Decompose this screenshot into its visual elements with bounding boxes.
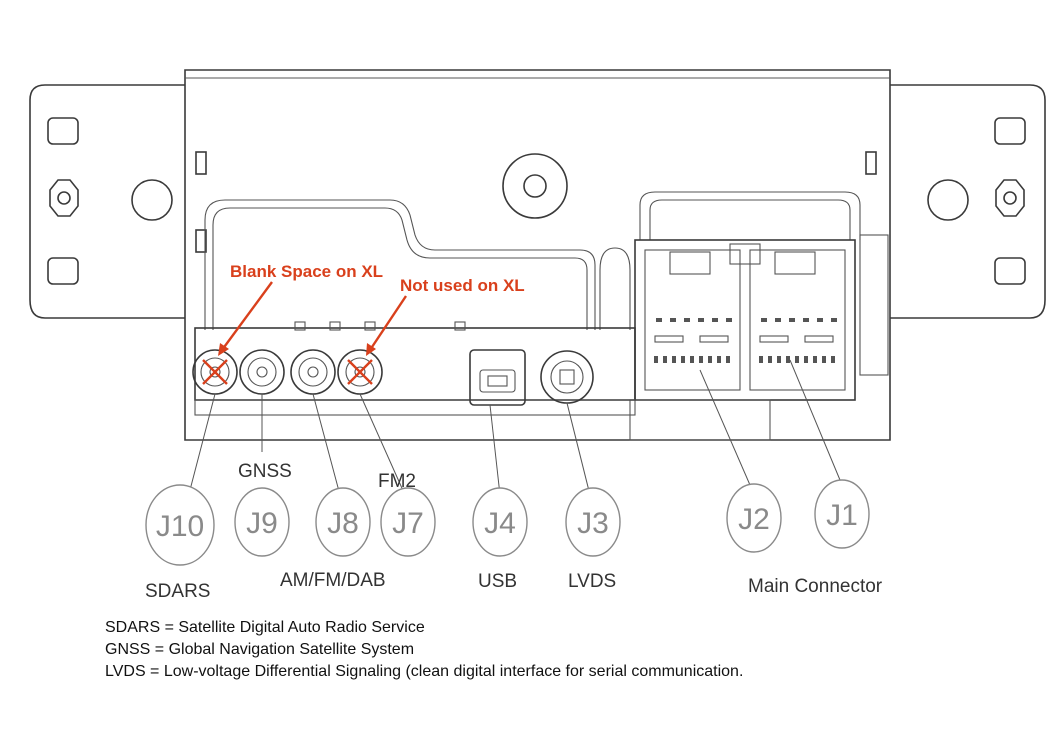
rf-connector-strip — [194, 321, 636, 416]
label-usb: USB — [478, 571, 517, 592]
bubble-j2-text: J2 — [738, 503, 770, 536]
bubble-j9-text: J9 — [246, 507, 278, 540]
port-j9 — [239, 349, 285, 395]
label-sdars: SDARS — [145, 581, 210, 602]
bubble-j2: J2 — [726, 483, 782, 553]
main-connector-block — [629, 234, 889, 441]
label-gnss: GNSS — [238, 461, 292, 482]
left-mounting-bracket — [29, 84, 207, 319]
pin-row-right — [759, 318, 837, 363]
leader-lines — [189, 359, 841, 496]
housing — [184, 69, 891, 441]
port-j10 — [192, 349, 238, 395]
bubble-j10-text: J10 — [156, 510, 204, 543]
port-j4-usb — [469, 349, 526, 406]
bubble-j10: J10 — [145, 484, 215, 566]
bubble-j9: J9 — [234, 487, 290, 557]
label-main-connector: Main Connector — [748, 576, 883, 597]
label-lvds: LVDS — [568, 571, 616, 592]
annotation-not-used: Not used on XL — [400, 276, 525, 295]
annotation-arrows — [218, 281, 407, 356]
bubble-j8-text: J8 — [327, 507, 359, 540]
bubble-j1-text: J1 — [826, 499, 858, 532]
legend-line-gnss: GNSS = Global Navigation Satellite Syste… — [105, 641, 415, 658]
bubble-j3: J3 — [565, 487, 621, 557]
port-j3-lvds — [540, 350, 594, 404]
annotation-blank-space: Blank Space on XL — [230, 262, 383, 281]
bubble-j3-text: J3 — [577, 507, 609, 540]
bubble-j4: J4 — [472, 487, 528, 557]
bubble-j1: J1 — [814, 479, 870, 549]
legend-line-lvds: LVDS = Low-voltage Differential Signalin… — [105, 663, 744, 680]
bubble-j8: J8 — [315, 487, 371, 557]
legend-line-sdars: SDARS = Satellite Digital Auto Radio Ser… — [105, 619, 425, 636]
abbreviation-legend: SDARS = Satellite Digital Auto Radio Ser… — [105, 617, 1005, 683]
port-j7 — [337, 349, 383, 395]
right-mounting-bracket — [865, 84, 1046, 319]
label-am-fm-dab: AM/FM/DAB — [280, 570, 386, 591]
port-j8 — [290, 349, 336, 395]
pin-row-left — [654, 318, 732, 363]
label-fm2: FM2 — [378, 471, 416, 492]
bubble-j7: J7 — [380, 487, 436, 557]
bubble-j7-text: J7 — [392, 507, 424, 540]
bubble-j4-text: J4 — [484, 507, 516, 540]
